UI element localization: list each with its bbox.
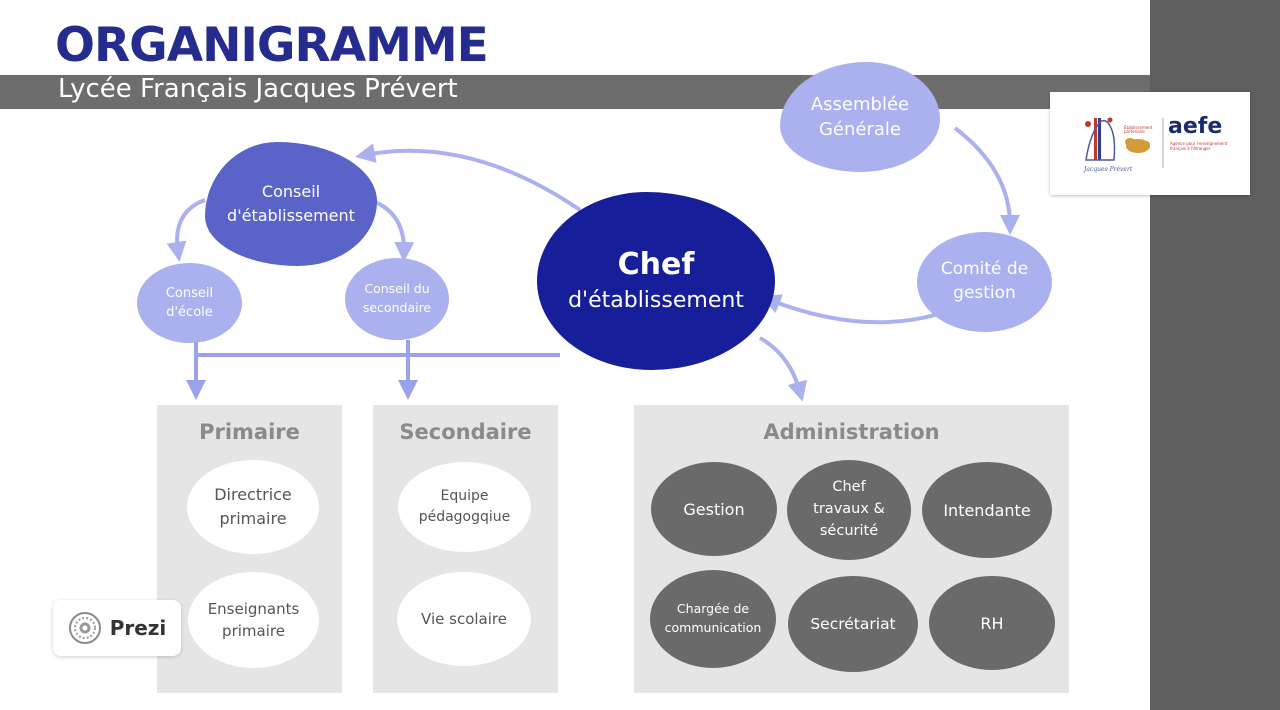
- node-chef-travaux-securite: Chef travaux & sécurité: [787, 460, 911, 560]
- arrow-comite-chef: [760, 294, 936, 325]
- node-chef-line2: d'établissement: [568, 288, 744, 313]
- node-enseignants-primaire: Enseignants primaire: [188, 572, 319, 668]
- aefe-logo-text: aefe: [1168, 114, 1223, 139]
- arrow-chef-conseil: [355, 143, 582, 212]
- node-gestion-label: Gestion: [683, 499, 745, 519]
- node-gestion: Gestion: [651, 462, 777, 556]
- node-conseil-etablissement-label: Conseil d'établissement: [227, 182, 355, 225]
- panel-secondaire-title: Secondaire: [399, 420, 532, 444]
- node-chef-line1: Chef: [617, 247, 695, 282]
- arrow-chef-administration: [758, 336, 808, 402]
- node-secretariat: Secrétariat: [788, 576, 918, 672]
- node-secretariat-label: Secrétariat: [810, 615, 896, 633]
- node-assemblee-generale: Assemblée Générale: [780, 62, 940, 172]
- node-conseil-secondaire: Conseil du secondaire: [345, 258, 449, 340]
- arrow-assemblee-comite: [953, 126, 1020, 235]
- node-directrice-label: Directrice primaire: [214, 485, 292, 528]
- page-title: ORGANIGRAMME: [55, 18, 489, 73]
- node-vie-scolaire: Vie scolaire: [397, 572, 531, 666]
- prezi-label: Prezi: [109, 616, 167, 640]
- arrow-conseil-ecole: [166, 198, 206, 262]
- node-intendante-label: Intendante: [943, 500, 1031, 520]
- node-rh: RH: [929, 576, 1055, 670]
- node-conseil-secondaire-label: Conseil du secondaire: [362, 281, 432, 315]
- node-vie-scolaire-label: Vie scolaire: [421, 609, 507, 628]
- header-band: [0, 75, 1150, 109]
- prezi-logo-icon: [68, 612, 101, 644]
- node-equipe-label: Equipe pédagogqiue: [418, 488, 511, 525]
- node-conseil-ecole-label: Conseil d'école: [165, 285, 214, 321]
- node-chargee-communication: Chargée de communication: [650, 570, 776, 668]
- node-intendante: Intendante: [922, 462, 1052, 558]
- node-conseil-ecole: Conseil d'école: [137, 263, 242, 343]
- node-conseil-etablissement: Conseil d'établissement: [205, 142, 377, 266]
- node-rh-label: RH: [980, 613, 1004, 633]
- node-assemblee-label: Assemblée Générale: [810, 93, 910, 140]
- node-equipe-pedagogique: Equipe pédagogqiue: [398, 462, 531, 552]
- page-subtitle: Lycée Français Jacques Prévert: [58, 74, 458, 104]
- prezi-badge[interactable]: Prezi: [53, 600, 181, 656]
- aefe-logo-caption: Agence pour l'enseignement français à l'…: [1170, 141, 1228, 151]
- node-enseignants-label: Enseignants primaire: [207, 599, 300, 641]
- panel-administration-title: Administration: [763, 420, 940, 444]
- school-logo-box: Jacques Prévert Établissement partenaire…: [1050, 92, 1250, 195]
- logo-signature: Jacques Prévert: [1082, 166, 1133, 173]
- node-comite-de-gestion: Comité de gestion: [917, 232, 1052, 332]
- node-chargee-label: Chargée de communication: [664, 601, 762, 635]
- school-tree-logo-icon: Jacques Prévert: [1080, 116, 1164, 173]
- panel-primaire-title: Primaire: [199, 420, 300, 444]
- node-comite-label: Comité de gestion: [940, 259, 1029, 303]
- logo-caption: Établissement partenaire: [1124, 125, 1153, 135]
- node-chef-etablissement: Chef d'établissement: [537, 192, 775, 370]
- node-chef-travaux-label: Chef travaux & sécurité: [813, 479, 885, 539]
- node-directrice-primaire: Directrice primaire: [187, 460, 319, 554]
